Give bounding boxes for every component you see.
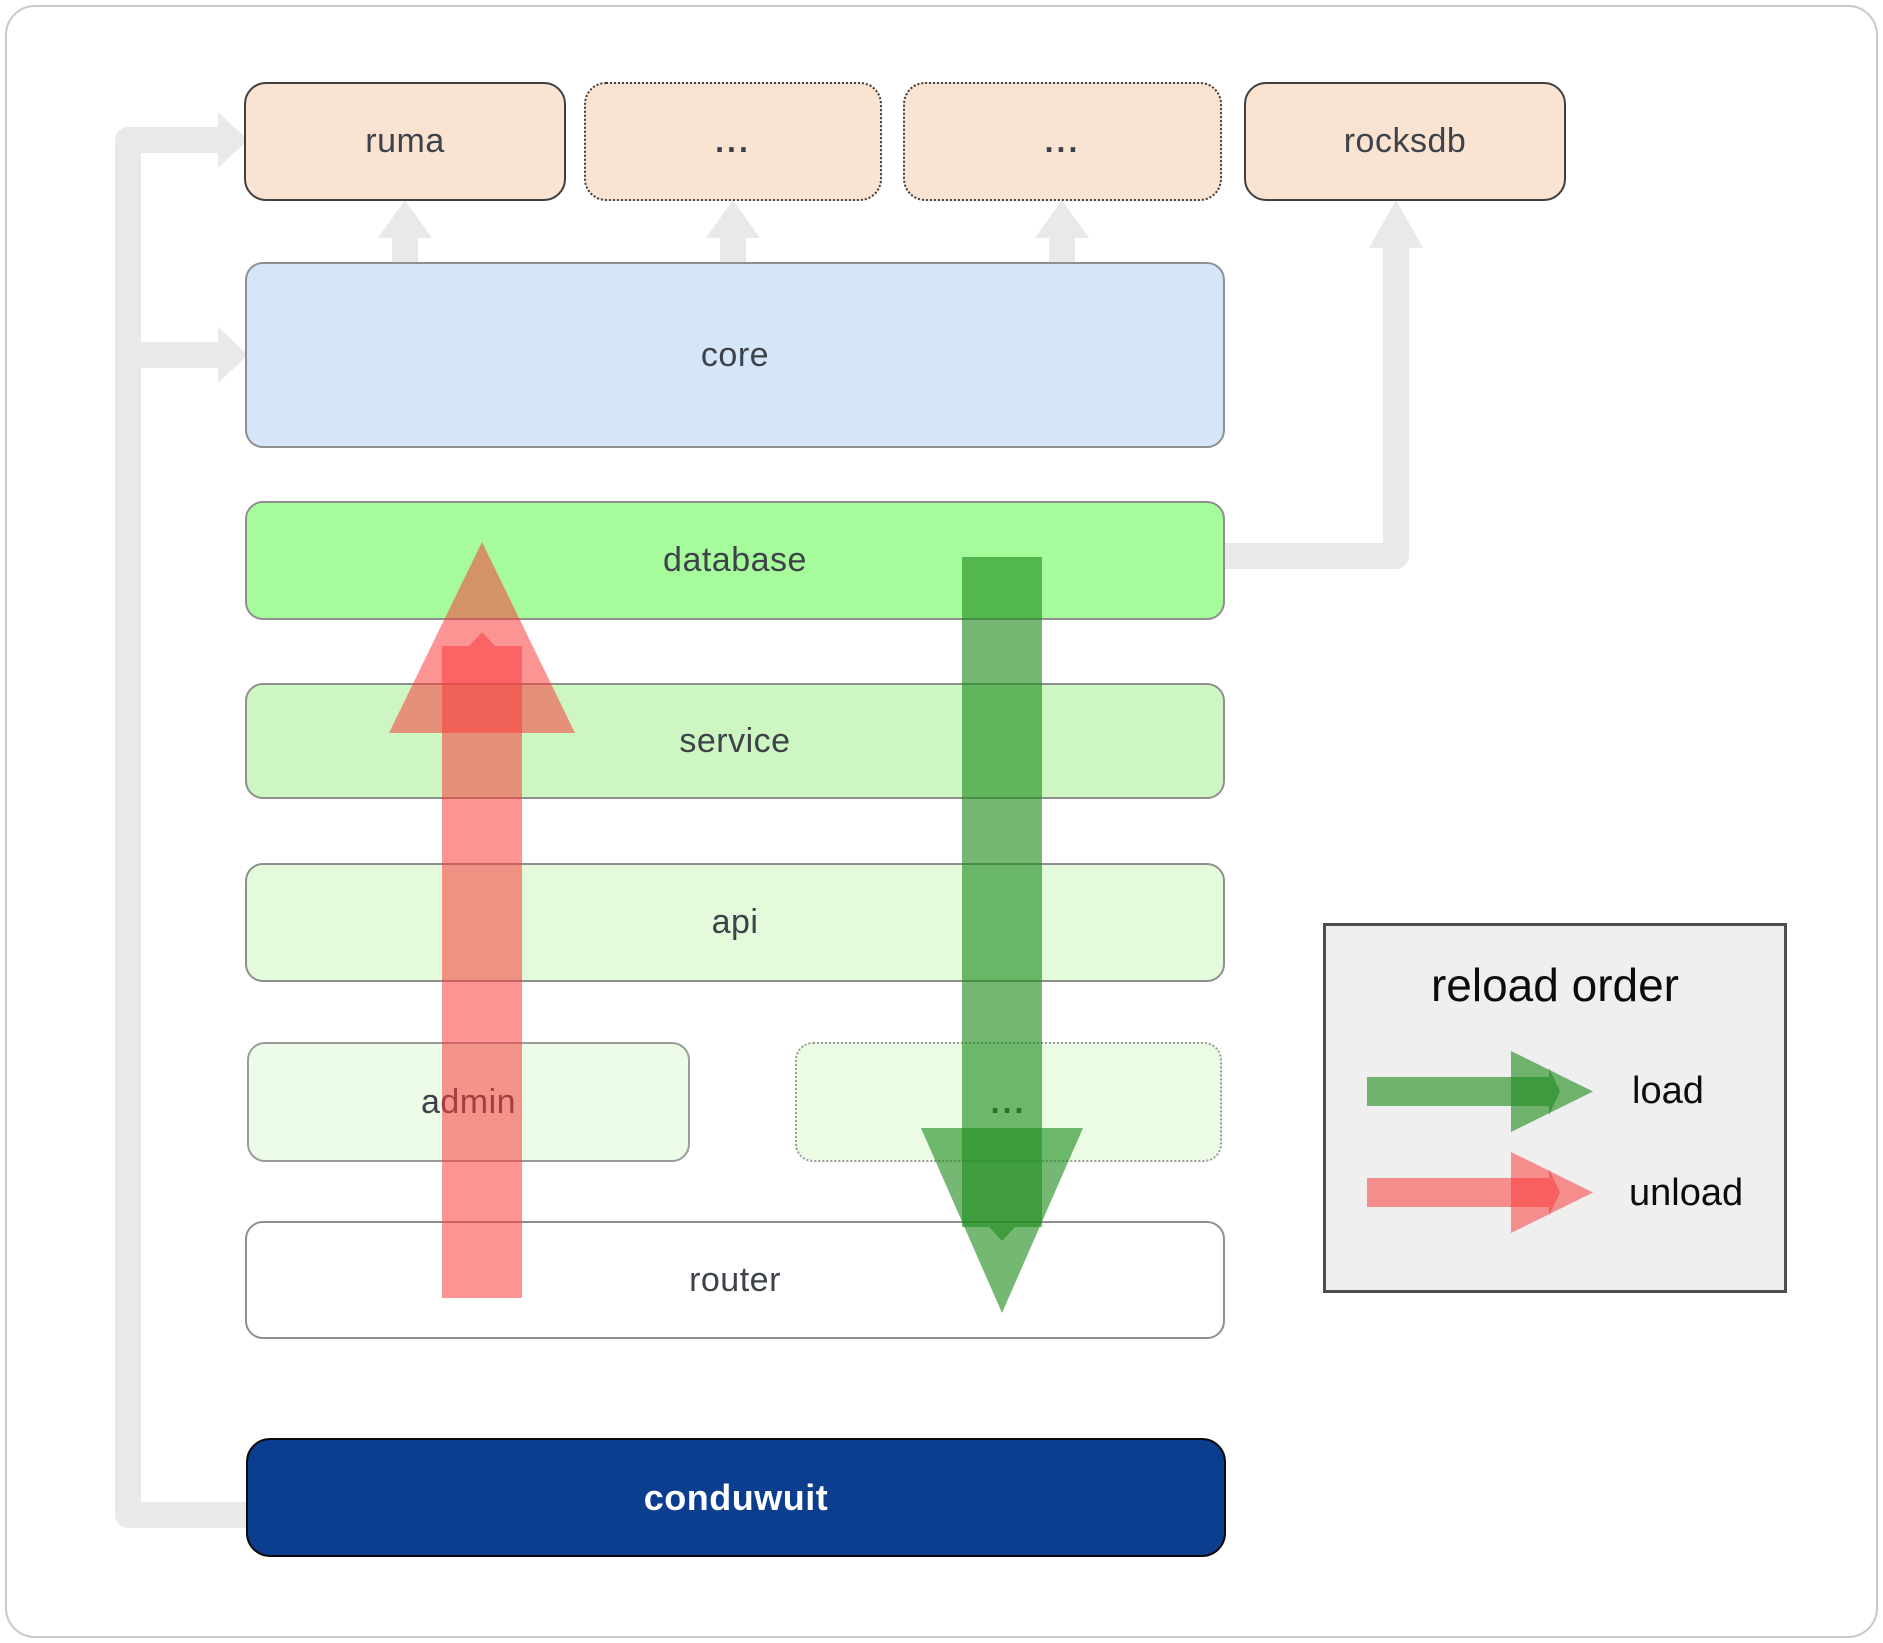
legend-title: reload order <box>1430 959 1680 1011</box>
unload-arrow-shaft <box>442 632 522 1298</box>
box-core: core <box>245 262 1225 448</box>
box-service-label: service <box>679 721 791 760</box>
box-router-label: router <box>689 1260 781 1299</box>
legend-load-label: load <box>1632 1070 1704 1112</box>
box-ruma-label: ruma <box>365 122 445 160</box>
box-dots-top-right-label: ... <box>1044 123 1081 159</box>
box-dots-top-left: ... <box>584 82 882 201</box>
legend-load-arrow-head <box>1511 1051 1593 1132</box>
arrowhead-into-ruma <box>218 112 248 168</box>
outer-frame <box>5 5 1878 1638</box>
load-arrow-shaft <box>962 557 1042 1241</box>
arrowhead-core-to-ruma <box>378 200 432 238</box>
box-rocksdb: rocksdb <box>1244 82 1566 201</box>
arrowhead-core-to-dots2 <box>1035 200 1089 238</box>
connector-conduwuit-to-ruma <box>115 127 250 1528</box>
arrowhead-core-to-dots1 <box>706 200 760 238</box>
legend-unload-arrow-head <box>1511 1152 1593 1233</box>
box-conduwuit-label: conduwuit <box>643 1476 829 1518</box>
legend: reload order load unload <box>1323 923 1787 1293</box>
box-ruma: ruma <box>244 82 566 201</box>
legend-arrows <box>1367 1051 1593 1233</box>
arrowhead-into-rocksdb <box>1369 200 1423 248</box>
box-core-label: core <box>700 335 770 374</box>
connector-database-to-rocksdb <box>1222 246 1409 569</box>
box-dots-top-right: ... <box>903 82 1222 201</box>
box-dots-top-left-label: ... <box>715 123 751 159</box>
box-database: database <box>245 501 1225 620</box>
box-api-label: api <box>711 903 759 941</box>
box-api: api <box>245 863 1225 982</box>
box-router: router <box>245 1221 1225 1339</box>
legend-unload-label: unload <box>1629 1172 1744 1214</box>
box-conduwuit: conduwuit <box>246 1438 1226 1557</box>
box-rocksdb-label: rocksdb <box>1343 122 1467 160</box>
arrowhead-into-core <box>218 327 248 383</box>
box-database-label: database <box>663 541 807 579</box>
load-arrow-head <box>921 1128 1083 1313</box>
